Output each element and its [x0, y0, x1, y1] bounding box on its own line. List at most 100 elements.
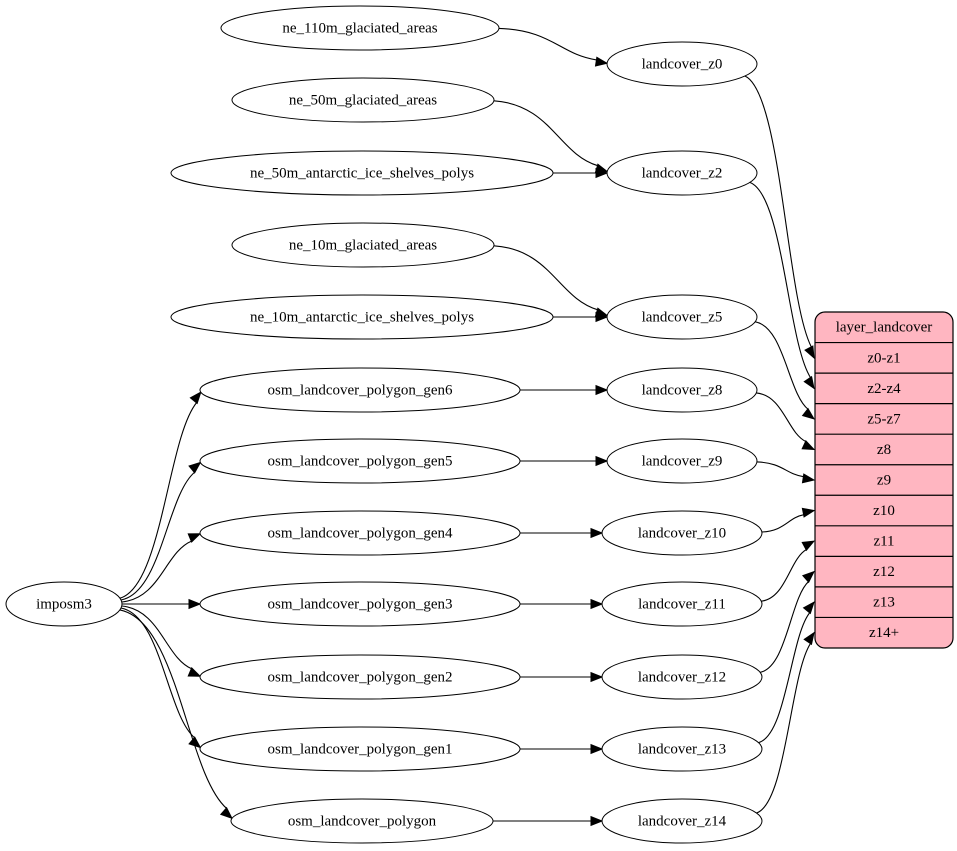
source-node-ellipse-shape [5, 581, 123, 627]
edge-arrowhead [595, 455, 609, 467]
edge-imposm3-to-osm_landcover_polygon_gen5 [120, 471, 196, 601]
source-table-ellipse-shape [199, 654, 521, 700]
node-ne_50m_glaciated_areas[interactable]: ne_50m_glaciated_areas [231, 77, 495, 123]
node-osm_landcover_polygon_gen2[interactable]: osm_landcover_polygon_gen2 [199, 654, 521, 700]
edge-arrowhead [590, 815, 604, 827]
edge-arrowhead [188, 461, 202, 474]
nodes-layer: ne_110m_glaciated_areas ne_50m_glaciated_… [5, 5, 763, 844]
edge-imposm3-to-osm_landcover_polygon_gen4 [121, 540, 193, 603]
node-landcover_z5[interactable]: landcover_z5 [606, 294, 758, 340]
edge-arrowhead [590, 671, 604, 683]
node-label: landcover_z12 [638, 669, 726, 685]
edge-landcover_z14-to-layer_landcover.z14+ [756, 642, 812, 814]
table-row-z10[interactable]: z10 [873, 503, 895, 519]
edge-imposm3-to-osm_landcover_polygon_gen6 [119, 402, 198, 599]
node-landcover_z0[interactable]: landcover_z0 [606, 41, 758, 87]
edge-arrowhead [590, 527, 604, 539]
node-label: ne_110m_glaciated_areas [282, 20, 437, 36]
node-ne_50m_antarctic_ice_shelves_polys[interactable]: ne_50m_antarctic_ice_shelves_polys [170, 150, 554, 196]
table-row-z13[interactable]: z13 [873, 595, 895, 611]
node-ne_10m_glaciated_areas[interactable]: ne_10m_glaciated_areas [231, 222, 495, 268]
node-osm_landcover_polygon_gen4[interactable]: osm_landcover_polygon_gen4 [199, 510, 521, 556]
edge-arrowhead [803, 375, 815, 390]
node-label: landcover_z2 [642, 165, 723, 181]
node-osm_landcover_polygon_gen3[interactable]: osm_landcover_polygon_gen3 [199, 581, 521, 627]
table-row-z9[interactable]: z9 [877, 472, 891, 488]
layer-view-ellipse-shape [601, 654, 763, 700]
node-label: osm_landcover_polygon [288, 813, 437, 829]
edge-arrowhead [590, 598, 604, 610]
edge-landcover_z9-to-layer_landcover.z9 [756, 461, 804, 478]
node-landcover_z11[interactable]: landcover_z11 [601, 581, 763, 627]
table-row-z2-z4[interactable]: z2-z4 [867, 381, 901, 397]
edge-landcover_z13-to-layer_landcover.z13 [758, 612, 811, 744]
node-landcover_z2[interactable]: landcover_z2 [606, 150, 758, 196]
source-table-ellipse-shape [170, 150, 554, 196]
edge-imposm3-to-osm_landcover_polygon_gen1 [120, 607, 196, 739]
table-row-z5-z7[interactable]: z5-z7 [867, 411, 901, 427]
node-ne_110m_glaciated_areas[interactable]: ne_110m_glaciated_areas [220, 5, 500, 51]
table-row-z8[interactable]: z8 [877, 442, 891, 458]
node-label: landcover_z5 [642, 309, 723, 325]
edge-landcover_z10-to-layer_landcover.z10 [761, 514, 804, 533]
layer-view-ellipse-shape [601, 510, 763, 556]
node-imposm3[interactable]: imposm3 [5, 581, 123, 627]
node-osm_landcover_polygon_gen5[interactable]: osm_landcover_polygon_gen5 [199, 438, 521, 484]
source-table-ellipse-shape [199, 438, 521, 484]
node-label: ne_10m_glaciated_areas [289, 237, 437, 253]
edge-ne_50m_glaciated_areas-to-landcover_z2 [493, 100, 598, 167]
node-label: osm_landcover_polygon_gen4 [268, 525, 453, 541]
node-landcover_z14[interactable]: landcover_z14 [601, 798, 763, 844]
layer-view-ellipse-shape [606, 41, 758, 87]
edge-landcover_z12-to-layer_landcover.z12 [760, 580, 810, 673]
node-osm_landcover_polygon_gen1[interactable]: osm_landcover_polygon_gen1 [199, 726, 521, 772]
layer-view-ellipse-shape [606, 150, 758, 196]
node-label: osm_landcover_polygon_gen3 [268, 596, 453, 612]
table-row-z12[interactable]: z12 [873, 564, 895, 580]
node-label: ne_10m_antarctic_ice_shelves_polys [250, 309, 474, 325]
layer-landcover-table[interactable]: layer_landcover z0-z1 z2-z4 z5-z7 z8 z9 z10 z11… [814, 311, 954, 649]
edge-imposm3-to-osm_landcover_polygon [119, 609, 228, 810]
source-table-ellipse-shape [199, 367, 521, 413]
edge-ne_110m_glaciated_areas-to-landcover_z0 [498, 27, 597, 61]
source-table-ellipse-shape [230, 798, 494, 844]
node-label: landcover_z0 [642, 56, 723, 72]
node-label: ne_50m_glaciated_areas [289, 92, 437, 108]
node-osm_landcover_polygon_gen6[interactable]: osm_landcover_polygon_gen6 [199, 367, 521, 413]
node-landcover_z12[interactable]: landcover_z12 [601, 654, 763, 700]
node-landcover_z8[interactable]: landcover_z8 [606, 367, 758, 413]
node-ne_10m_antarctic_ice_shelves_polys[interactable]: ne_10m_antarctic_ice_shelves_polys [170, 294, 554, 340]
node-landcover_z10[interactable]: landcover_z10 [601, 510, 763, 556]
layer-view-ellipse-shape [606, 438, 758, 484]
edge-landcover_z8-to-layer_landcover.z8 [756, 392, 807, 443]
edge-arrowhead [187, 667, 202, 677]
edge-arrowhead [803, 631, 815, 646]
source-table-ellipse-shape [199, 726, 521, 772]
layer-view-ellipse-shape [601, 726, 763, 772]
edge-landcover_z0-to-layer_landcover.z0-z1 [744, 75, 812, 348]
layer-view-ellipse-shape [601, 581, 763, 627]
table-row-z11[interactable]: z11 [873, 534, 894, 550]
edge-landcover_z5-to-layer_landcover.z5-z7 [755, 321, 809, 410]
edge-arrowhead [594, 56, 609, 67]
node-landcover_z13[interactable]: landcover_z13 [601, 726, 763, 772]
node-label: landcover_z13 [638, 741, 726, 757]
edge-ne_10m_glaciated_areas-to-landcover_z5 [493, 245, 598, 311]
table-header-label: layer_landcover [836, 320, 933, 336]
edge-arrowhead [187, 533, 202, 543]
edge-imposm3-to-osm_landcover_polygon_gen2 [121, 605, 193, 670]
table-row-z14+[interactable]: z14+ [869, 625, 899, 641]
edge-arrowhead [801, 407, 816, 420]
edge-arrowhead [804, 345, 815, 360]
node-osm_landcover_polygon[interactable]: osm_landcover_polygon [230, 798, 494, 844]
edge-arrowhead [188, 598, 202, 610]
node-label: landcover_z11 [638, 596, 726, 612]
node-label: landcover_z8 [642, 382, 723, 398]
source-table-ellipse-shape [199, 510, 521, 556]
node-label: landcover_z10 [638, 525, 726, 541]
table-row-z0-z1[interactable]: z0-z1 [867, 350, 900, 366]
source-table-ellipse-shape [231, 77, 495, 123]
source-table-ellipse-shape [220, 5, 500, 51]
node-landcover_z9[interactable]: landcover_z9 [606, 438, 758, 484]
